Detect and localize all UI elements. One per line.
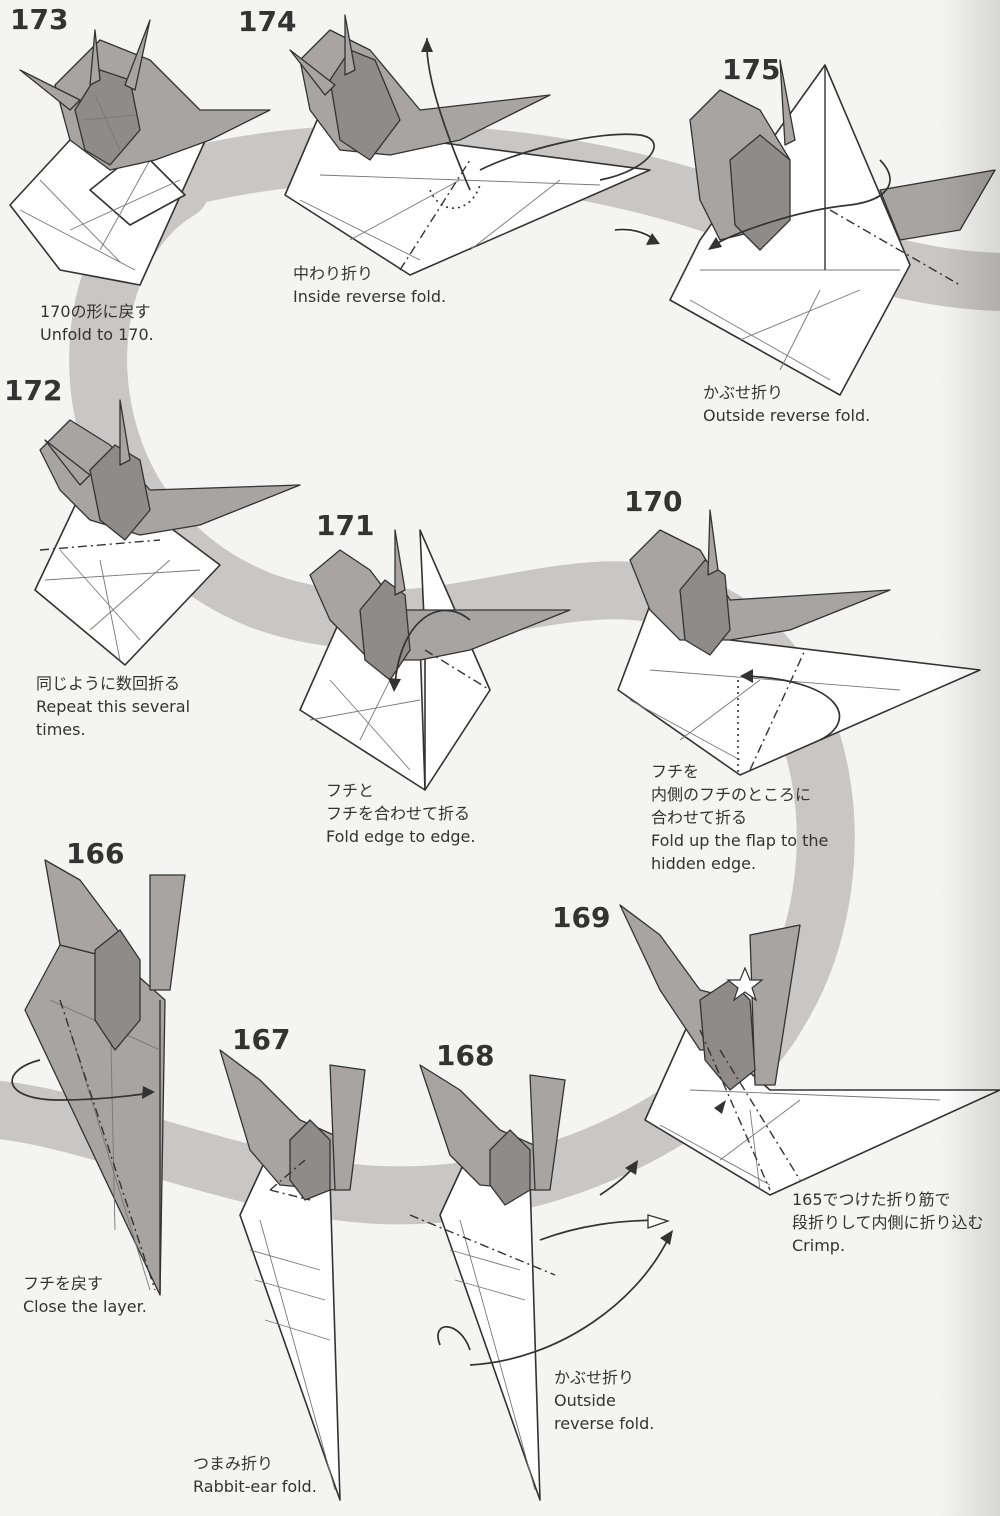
step-number-172: 172	[4, 374, 63, 407]
caption-168-jp: かぶせ折り	[554, 1368, 635, 1387]
caption-174-jp: 中わり折り	[293, 264, 374, 283]
caption-170-jp: フチを 内側のフチのところに 合わせて折る	[651, 762, 812, 827]
caption-174-en: Inside reverse fold.	[293, 287, 447, 306]
caption-169: 165でつけた折り筋で 段折りして内側に折り込む Crimp.	[792, 1188, 984, 1257]
step-number-175: 175	[722, 53, 781, 86]
caption-173: 170の形に戻す Unfold to 170.	[40, 300, 154, 346]
step-171-figure	[299, 529, 571, 791]
caption-174: 中わり折り Inside reverse fold.	[293, 262, 446, 308]
step-number-167: 167	[232, 1023, 291, 1056]
caption-171-en: Fold edge to edge.	[326, 827, 476, 846]
step-number-170: 170	[624, 485, 683, 518]
caption-167-jp: つまみ折り	[193, 1454, 274, 1473]
step-175-figure	[669, 59, 996, 396]
step-number-166: 166	[66, 837, 125, 870]
caption-169-en: Crimp.	[792, 1236, 846, 1255]
caption-170-en: Fold up the flap to the hidden edge.	[651, 831, 829, 873]
caption-173-en: Unfold to 170.	[40, 325, 154, 344]
step-number-168: 168	[436, 1039, 495, 1072]
step-168-figure	[409, 1064, 673, 1501]
caption-168-en: Outside reverse fold.	[554, 1391, 655, 1433]
step-166-figure	[11, 859, 186, 1296]
step-169-figure	[619, 904, 1000, 1196]
caption-170: フチを 内側のフチのところに 合わせて折る Fold up the flap t…	[651, 760, 828, 875]
step-number-171: 171	[316, 509, 375, 542]
caption-175-en: Outside reverse fold.	[703, 406, 871, 425]
caption-172: 同じように数回折る Repeat this several times.	[36, 672, 190, 741]
step-173-figure	[9, 19, 271, 286]
caption-167-en: Rabbit-ear fold.	[193, 1477, 317, 1496]
caption-175: かぶせ折り Outside reverse fold.	[703, 381, 870, 427]
step-170-figure	[617, 509, 981, 776]
step-167-figure	[219, 1049, 366, 1501]
caption-171-jp: フチと フチを合わせて折る	[326, 781, 471, 823]
caption-166-jp: フチを戻す	[23, 1274, 104, 1293]
caption-166-en: Close the layer.	[23, 1297, 147, 1316]
caption-167: つまみ折り Rabbit-ear fold.	[193, 1452, 317, 1498]
caption-171: フチと フチを合わせて折る Fold edge to edge.	[326, 779, 475, 848]
caption-175-jp: かぶせ折り	[703, 383, 784, 402]
step-number-169: 169	[552, 901, 611, 934]
caption-172-en: Repeat this several times.	[36, 697, 191, 739]
caption-166: フチを戻す Close the layer.	[23, 1272, 147, 1318]
step-172-figure	[34, 399, 301, 666]
caption-173-jp: 170の形に戻す	[40, 302, 151, 321]
step-174-figure	[284, 14, 655, 276]
caption-169-jp: 165でつけた折り筋で 段折りして内側に折り込む	[792, 1190, 984, 1232]
caption-172-jp: 同じように数回折る	[36, 674, 181, 693]
caption-168: かぶせ折り Outside reverse fold.	[554, 1366, 654, 1435]
step-number-173: 173	[10, 3, 69, 36]
step-number-174: 174	[238, 5, 297, 38]
